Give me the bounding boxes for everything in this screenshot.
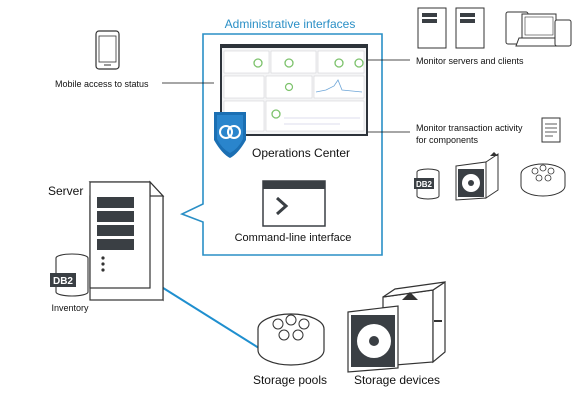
server-tower-icon <box>88 180 165 302</box>
admin-interfaces-title: Administrative interfaces <box>225 17 356 31</box>
server-label: Server <box>48 184 83 198</box>
storage-pools-icon <box>257 313 325 366</box>
mobile-access-label: Mobile access to status <box>55 79 149 89</box>
monitor-transactions-label-line1: Monitor transaction activity <box>416 123 523 133</box>
operations-center-shield-icon <box>214 112 246 158</box>
component-storage-pool-icon <box>520 163 566 197</box>
storage-connector <box>159 285 263 351</box>
storage-devices-icon <box>347 280 446 373</box>
component-db2-icon <box>414 168 440 200</box>
inventory-label: Inventory <box>51 303 89 313</box>
component-storage-device-icon <box>455 152 499 201</box>
cli-label: Command-line interface <box>235 232 352 244</box>
monitored-servers-icon <box>417 7 485 49</box>
client-devices-icon <box>505 11 572 47</box>
storage-devices-label: Storage devices <box>354 373 440 387</box>
db2-inventory-badge: DB2 <box>53 276 73 287</box>
monitor-transactions-label-line2: for components <box>416 135 479 145</box>
document-icon <box>541 117 561 143</box>
mobile-phone-icon <box>95 30 120 70</box>
db2-database-icon <box>50 253 89 297</box>
operations-center-label: Operations Center <box>252 146 350 160</box>
monitor-servers-label: Monitor servers and clients <box>416 56 524 66</box>
terminal-icon <box>262 180 326 227</box>
component-db2-badge: DB2 <box>416 180 433 189</box>
storage-pools-label: Storage pools <box>253 373 327 387</box>
